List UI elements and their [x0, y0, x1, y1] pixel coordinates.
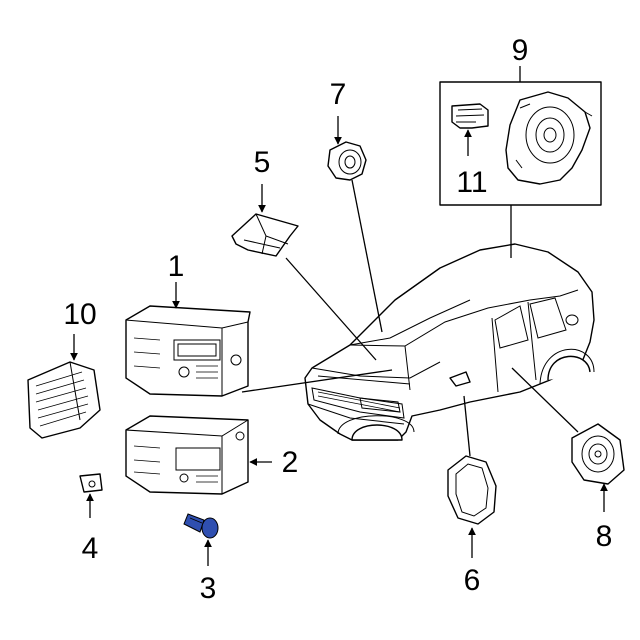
part-8-speaker: [571, 423, 625, 485]
vehicle-illustration: [304, 243, 595, 441]
callout-7: 7: [330, 78, 347, 111]
callout-8: 8: [596, 520, 613, 553]
part-3-bolt: [183, 513, 219, 539]
callout-arrows: [70, 116, 608, 566]
callout-10: 10: [63, 298, 96, 331]
callout-9: 9: [512, 34, 529, 67]
callout-11: 11: [456, 166, 487, 199]
part-9-speaker-assembly: [505, 91, 593, 185]
callout-4: 4: [82, 532, 99, 565]
callout-1: 1: [168, 250, 185, 283]
part-10-amplifier: [27, 361, 101, 439]
part-5-bracket: [231, 213, 299, 257]
leader-lines: [241, 66, 579, 457]
callout-6: 6: [464, 564, 481, 597]
callout-2: 2: [282, 446, 299, 479]
callout-5: 5: [254, 146, 271, 179]
part-2-radio: [125, 415, 249, 495]
part-11-connector: [451, 103, 489, 129]
part-1-radio: [125, 305, 251, 397]
callout-labels: 1 2 3 4 5 6 7 8 9 10 11: [63, 34, 612, 605]
part-7-tweeter: [327, 141, 367, 181]
callout-3: 3: [200, 572, 217, 605]
part-4-clip: [79, 473, 103, 493]
part-6-speaker: [447, 455, 497, 525]
